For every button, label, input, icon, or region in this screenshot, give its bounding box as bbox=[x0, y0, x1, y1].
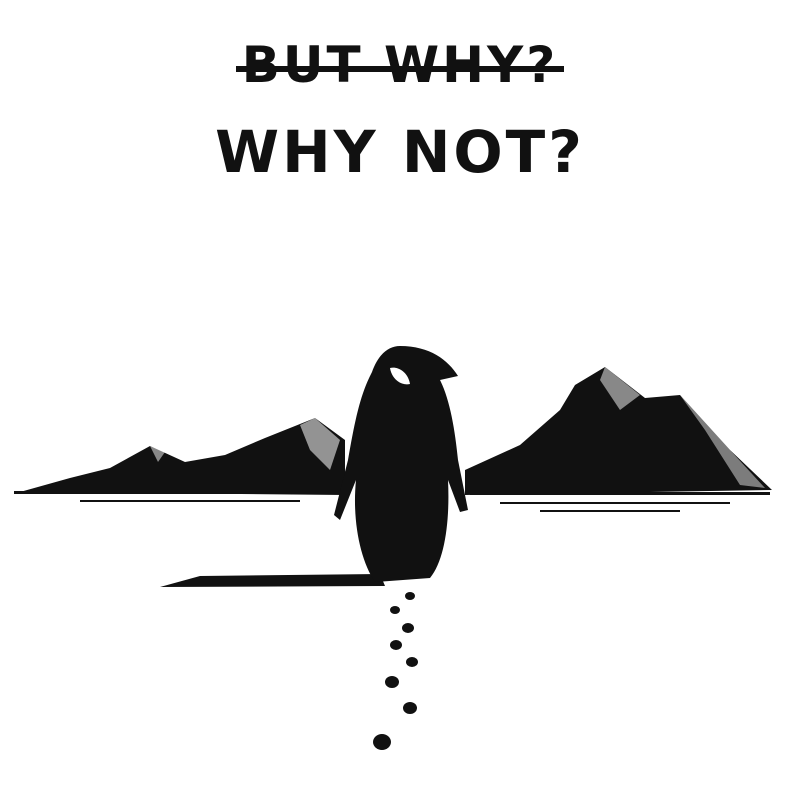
main-headline: WHY NOT? bbox=[215, 118, 585, 186]
penguin bbox=[334, 346, 468, 582]
right-mountains bbox=[465, 367, 772, 495]
horizon-water bbox=[14, 491, 770, 512]
left-mountains bbox=[20, 418, 345, 495]
struck-headline: BUT WHY? bbox=[0, 36, 800, 94]
penguin-shadow bbox=[160, 574, 385, 587]
struck-text: BUT WHY? bbox=[235, 36, 565, 94]
footprints bbox=[373, 592, 418, 750]
